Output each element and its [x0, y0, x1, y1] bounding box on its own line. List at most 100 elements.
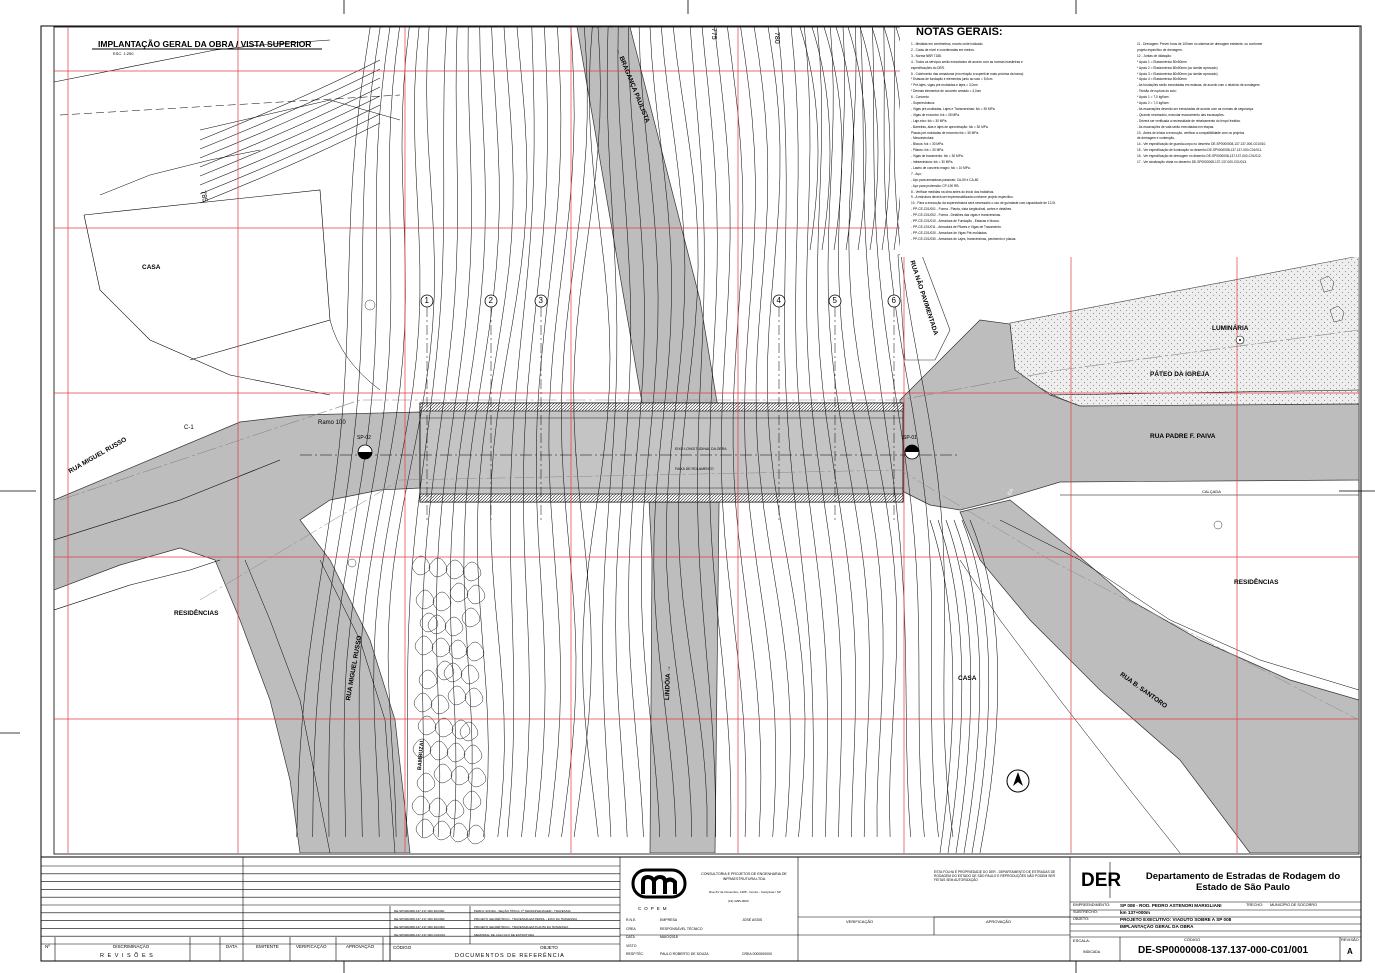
note-line-left-0: 1 - Medidas em centímetros, exceto onde … — [911, 42, 984, 46]
ref-code-2: DE-SP0000008-137.137-000-F02/003 — [394, 925, 445, 929]
note-line-left-25: 8 - Verificar medidas na obra antes do i… — [911, 189, 995, 194]
der-logo: DER — [1081, 870, 1122, 891]
note-line-left-11: - Vigas pré-moldadas, Lajes e Transversi… — [911, 106, 996, 111]
note-line-right-14: - As escavações de vala serão executadas… — [1137, 124, 1215, 129]
patio-area — [1009, 255, 1359, 407]
der-row-value2-0: MUNICÍPIO DE SOCORRO — [1270, 903, 1318, 907]
note-line-left-20: - Infraestrutura: fck = 30 MPa. — [911, 160, 954, 164]
der-row-value-1: km 137+000m — [1120, 910, 1151, 915]
revision-col-1: DISCRIMINAÇÃO — [113, 944, 150, 949]
note-line-right-15: 13 - Antes de iniciar a execução, verifi… — [1137, 130, 1245, 135]
label-calcada: CALÇADA — [1202, 489, 1221, 494]
ref-header-code: CÓDIGO — [393, 945, 412, 950]
note-line-left-19: - Vigas de travamento: fck = 30 MPa. — [911, 154, 964, 159]
road-rua-santoro — [959, 499, 1359, 853]
revisao-label: REVISÃO — [1341, 937, 1359, 942]
escala-label: ESCALA: — [1073, 938, 1090, 943]
der-row-key-2: OBJETO: — [1073, 917, 1090, 921]
revisions-title: R E V I S Õ E S — [100, 953, 154, 959]
note-line-left-13: - Laje-eixo: fck = 30 MPa. — [911, 118, 948, 123]
note-line-right-16: de drenagem e contenção. — [1137, 136, 1175, 141]
ref-code-0: DE-SP0000008-137.137-000-F02/001 — [394, 909, 445, 913]
note-line-right-11: - As escavações deverão ser executadas d… — [1137, 106, 1254, 111]
note-line-left-32: - PP-CE-C01/020 - Armadura de Vigas Pré-… — [911, 230, 988, 235]
street-padre-paiva: RUA PADRE F. PAIVA — [1150, 433, 1216, 440]
note-line-left-17: - Blocos: fck = 30 MPa. — [911, 142, 944, 147]
note-line-left-26: 9 - A estrutura deverá ser impermeabiliz… — [911, 195, 1014, 200]
ref-header-object: OBJETO — [540, 945, 558, 950]
area-luminaria: LUMINÁRIA — [1212, 325, 1249, 332]
company-name: CONSULTORIA E PROJETOS DE ENGENHARIA DE … — [701, 872, 787, 881]
ref-code-3: DE-SP0000008-137.137-000-C01/001 — [394, 933, 446, 937]
note-line-right-13: - Deverá ser verificada a necessidade de… — [1137, 118, 1242, 123]
ref-object-2: PROJETO GEOMÉTRICO - TRAVESSIA EM PLANTA… — [474, 925, 569, 929]
escala-value: INDICADA — [1083, 950, 1101, 954]
company-info: Rua XV de Novembro, 1265 - Centro - Camp… — [709, 890, 781, 894]
note-line-left-33: - PP-CE-C01/030 - Armadura de Lajes, tra… — [911, 236, 1017, 241]
note-line-right-18: 15 - Ver especificação de iluminação no … — [1137, 148, 1263, 153]
role-value-4: PAULO ROBERTO DE SOUZA — [660, 952, 709, 956]
note-line-left-30: - PP-CE-C01/010 - Armadura de Fundação -… — [911, 219, 1000, 223]
note-line-left-10: - Superestrutura: — [911, 101, 935, 105]
notes-heading: NOTAS GERAIS: — [916, 26, 1003, 38]
note-line-right-3: * Apoio 1 = Elastomérica 50x50mm — [1137, 59, 1187, 64]
ref-code-1: DE-SP0000008-137.137-000-F02/002 — [394, 917, 445, 921]
label-sp01: SP-01 — [903, 435, 917, 441]
der-row-key-1: SUBTRECHO: — [1073, 910, 1098, 914]
axis-bubble-5: 5 — [832, 296, 837, 305]
der-row-key2-0: TRECHO: — [1246, 903, 1264, 907]
note-line-left-23: - Aço para armaduras passivas: CA-50 e C… — [911, 177, 980, 182]
role-key-1: CREA — [626, 926, 636, 931]
note-line-left-15: Placas pré-moldadas de encontro fck = 30… — [911, 130, 980, 135]
area-casa-right: CASA — [958, 675, 977, 682]
note-line-left-6: * Estacas de fundação e elementos junto … — [911, 77, 993, 82]
axis-bubble-3: 3 — [538, 296, 543, 305]
note-line-right-20: 17 - Ver sinalização viária no desenho D… — [1137, 160, 1247, 164]
note-line-left-12: - Vigas de encontro: fck = 35 MPa. — [911, 112, 960, 117]
road-rua-padre-paiva — [899, 319, 1359, 511]
ref-title: DOCUMENTOS DE REFERÊNCIA — [455, 953, 565, 959]
note-line-right-12: - Quando necessário, executar escorament… — [1137, 112, 1225, 117]
axis-bubble-1: 1 — [424, 296, 429, 305]
role-value-0: EMPRESA — [660, 918, 678, 922]
revision-col-3: EMITENTE — [256, 944, 279, 949]
role-key-2: DATA — [626, 935, 635, 939]
note-line-right-9: * Apoio 1 = 7,0 kgf/cm² — [1137, 95, 1170, 100]
ref-object-3: MEMORIAL DE CÁLCULO DE ESTRUTURA — [474, 933, 535, 937]
note-line-right-2: 12 - Juntas de dilatação: — [1137, 53, 1172, 58]
note-line-left-16: - Mesoestrutura: — [911, 136, 935, 141]
role-value-1: RESPONSÁVEL TÉCNICO — [660, 926, 703, 931]
axis-bubble-2: 2 — [488, 296, 493, 305]
der-row-value-0: SP 008 - ROD. PEDRO ASTENORI MARIGLIANI — [1120, 903, 1222, 908]
axis-bubble-6: 6 — [891, 296, 896, 305]
note-line-left-3: 4 - Todos os serviços serão executados d… — [911, 59, 1023, 64]
axis-bubble-4: 4 — [776, 296, 781, 305]
bridge-deck — [419, 402, 904, 503]
note-line-left-8: * Demais elementos de concreto armado = … — [911, 89, 982, 94]
note-line-left-21: - Lastro de concreto magro: fck = 10 MPa… — [911, 165, 971, 170]
revision-col-4: VERIFICAÇÃO — [296, 944, 327, 949]
note-line-right-7: - As fundações serão executadas em estac… — [1137, 83, 1261, 88]
approval-label: APROVAÇÃO — [986, 919, 1012, 924]
contour-label-780: 780 — [773, 32, 780, 44]
codigo-value: DE-SP0000008-137.137-000-C01/001 — [1138, 945, 1309, 956]
area-residencias-right: RESIDÊNCIAS — [1234, 579, 1279, 586]
note-line-right-0: 11 - Drenagem: Prever furos de 100mm no … — [1137, 42, 1263, 46]
note-line-left-29: - PP-CE-C01/002 - Forma - Detalhes das v… — [911, 213, 1001, 218]
revision-col-2: DATA — [226, 944, 238, 949]
role-key-0: R.N.E. — [626, 918, 637, 922]
note-line-right-6: * Apoio 4 = Elastomérica 50x50mm — [1137, 77, 1187, 82]
company-phone: (19) 3295-0000 — [728, 899, 749, 903]
area-patio: PÁTEO DA IGREJA — [1150, 371, 1210, 378]
ref-object-1: PROJETO GEOMÉTRICO - TRAVESSIA EM PERFIL… — [474, 917, 578, 921]
bridge-axis-label: EIXO LONGITUDINAL DA OBRA — [675, 447, 727, 451]
note-line-right-8: - Tensão de ruptura do solo: — [1137, 89, 1177, 94]
note-line-right-4: * Apoio 2 = Elastomérica 80x50mm (ou sim… — [1137, 65, 1218, 70]
notes-left-column: 1 - Medidas em centímetros, exceto onde … — [911, 42, 1131, 257]
note-line-left-4: especificações do DER. — [911, 65, 945, 70]
note-line-left-24: - Aço para protensão: CP-190 RB. — [911, 183, 960, 188]
note-line-left-2: 3 - Norma NBR 7188. — [911, 53, 942, 58]
revision-col-5: APROVAÇÃO — [346, 944, 375, 949]
label-c1: C-1 — [184, 425, 194, 431]
